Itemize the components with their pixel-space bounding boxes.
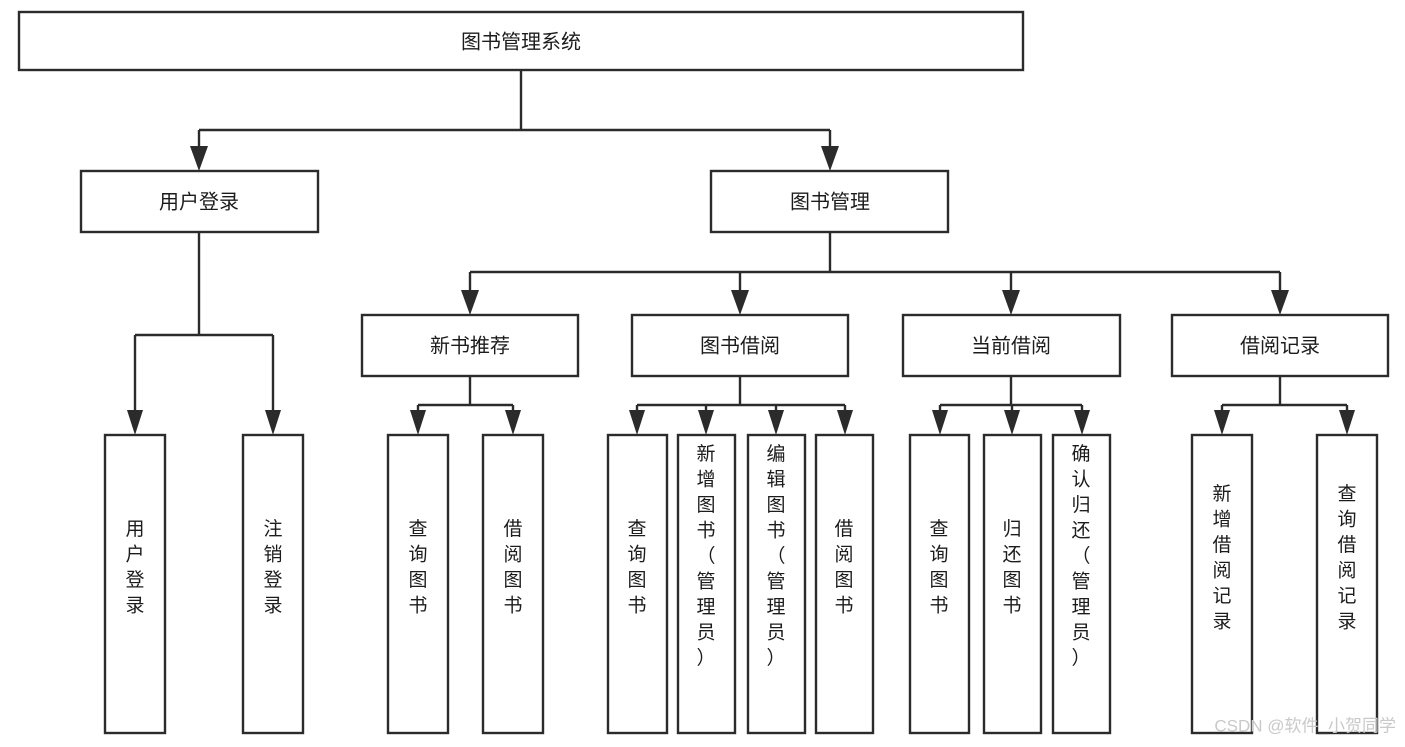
- arrowhead-record: [1271, 290, 1289, 315]
- node-current-borrow[interactable]: 当前借阅: [901, 313, 1122, 378]
- leaf-add-borrow-record[interactable]: 新增借阅记录: [1190, 433, 1254, 735]
- leaf-edit-book-label: 编辑图书（管理员）: [766, 443, 785, 669]
- node-book-management-box[interactable]: [709, 169, 950, 234]
- arrowhead-leaf-query-book-2: [629, 410, 645, 435]
- leaf-query-borrow-record[interactable]: 查询借阅记录: [1315, 433, 1379, 735]
- leaf-user-login-label: 用户登录: [125, 519, 144, 617]
- leaf-user-login[interactable]: 用户登录: [103, 433, 167, 735]
- arrowhead-leaf-confirm-return: [1074, 410, 1090, 435]
- arrowhead-leaf-add-record: [1214, 410, 1230, 435]
- arrowhead-leaf-query-record: [1339, 410, 1355, 435]
- leaf-query-book-borrow[interactable]: 查询图书: [606, 433, 669, 735]
- leaf-borrow-book-newbook-box[interactable]: [481, 433, 545, 735]
- leaf-logout-box[interactable]: [241, 433, 305, 735]
- arrowhead-leaf-borrow-book-1: [505, 410, 521, 435]
- node-borrow-record[interactable]: 借阅记录: [1170, 313, 1390, 378]
- node-user-login-box[interactable]: [79, 169, 320, 234]
- arrowhead-leaf-add-book: [698, 410, 714, 435]
- leaf-return-book-label: 归还图书: [1002, 518, 1021, 617]
- arrowhead-leaf-logout: [265, 410, 281, 435]
- leaf-add-borrow-record-label: 新增借阅记录: [1212, 483, 1231, 633]
- arrowhead-leaf-user-login: [127, 410, 143, 435]
- connector-layer: [127, 70, 1355, 435]
- leaf-query-book-borrow-box[interactable]: [606, 433, 669, 735]
- leaf-add-borrow-record-box[interactable]: [1190, 433, 1254, 735]
- node-book-borrow[interactable]: 图书借阅: [630, 313, 850, 378]
- node-book-management[interactable]: 图书管理: [709, 169, 950, 234]
- arrowhead-newbook: [461, 290, 479, 315]
- leaf-edit-book[interactable]: 编辑图书（管理员）: [746, 433, 807, 735]
- leaf-edit-book-box[interactable]: [746, 433, 807, 735]
- leaf-add-book-label: 新增图书（管理员）: [696, 443, 715, 669]
- leaf-user-login-box[interactable]: [103, 433, 167, 735]
- leaf-query-book-newbook-label: 查询图书: [408, 518, 427, 617]
- arrowhead-leaf-return-book: [1004, 410, 1020, 435]
- leaf-borrow-book-borrow-box[interactable]: [814, 433, 875, 735]
- leaf-query-book-borrow-label: 查询图书: [627, 518, 646, 617]
- node-book-management-label: 图书管理: [790, 190, 870, 213]
- leaf-confirm-return-label: 确认归还（管理员）: [1071, 443, 1090, 669]
- leaf-add-book[interactable]: 新增图书（管理员）: [676, 433, 737, 735]
- arrowhead-current: [1002, 290, 1020, 315]
- csdn-watermark: CSDN @软件_小贺同学: [1214, 716, 1396, 735]
- leaf-borrow-book-borrow[interactable]: 借阅图书: [814, 433, 875, 735]
- arrowhead-leaf-query-book-1: [410, 410, 426, 435]
- leaf-add-book-box[interactable]: [676, 433, 737, 735]
- node-user-login[interactable]: 用户登录: [79, 169, 320, 234]
- leaf-query-book-newbook-box[interactable]: [386, 433, 450, 735]
- node-root-box[interactable]: [17, 10, 1025, 72]
- node-borrow-record-label: 借阅记录: [1240, 334, 1320, 357]
- leaf-borrow-book-borrow-label: 借阅图书: [834, 518, 853, 617]
- node-book-borrow-box[interactable]: [630, 313, 850, 378]
- arrowhead-book-mgmt: [821, 146, 839, 171]
- leaf-query-book-current[interactable]: 查询图书: [908, 433, 971, 735]
- leaf-query-book-current-box[interactable]: [908, 433, 971, 735]
- node-book-borrow-label: 图书借阅: [700, 334, 780, 357]
- node-new-book-recommend[interactable]: 新书推荐: [360, 313, 580, 378]
- leaf-query-book-newbook[interactable]: 查询图书: [386, 433, 450, 735]
- node-borrow-record-box[interactable]: [1170, 313, 1390, 378]
- node-current-borrow-box[interactable]: [901, 313, 1122, 378]
- arrowhead-user-login: [190, 146, 208, 171]
- node-root[interactable]: 图书管理系统: [17, 10, 1025, 72]
- leaf-return-book[interactable]: 归还图书: [982, 433, 1043, 735]
- leaf-logout-label: 注销登录: [263, 518, 282, 617]
- arrowhead-leaf-edit-book: [768, 410, 784, 435]
- arrowhead-leaf-borrow-book-2: [837, 410, 853, 435]
- leaf-logout[interactable]: 注销登录: [241, 433, 305, 735]
- leaf-return-book-box[interactable]: [982, 433, 1043, 735]
- node-new-book-recommend-label: 新书推荐: [430, 334, 510, 357]
- node-user-login-label: 用户登录: [159, 190, 239, 213]
- leaf-query-book-current-label: 查询图书: [929, 518, 948, 617]
- leaf-borrow-book-newbook-label: 借阅图书: [503, 518, 522, 617]
- leaf-confirm-return[interactable]: 确认归还（管理员）: [1051, 433, 1112, 735]
- leaf-borrow-book-newbook[interactable]: 借阅图书: [481, 433, 545, 735]
- leaf-query-borrow-record-label: 查询借阅记录: [1337, 483, 1356, 633]
- arrowhead-leaf-query-book-3: [932, 410, 948, 435]
- leaf-query-borrow-record-box[interactable]: [1315, 433, 1379, 735]
- arrowhead-borrow: [731, 290, 749, 315]
- node-current-borrow-label: 当前借阅: [971, 334, 1051, 357]
- node-new-book-recommend-box[interactable]: [360, 313, 580, 378]
- node-root-label: 图书管理系统: [461, 30, 581, 53]
- leaf-confirm-return-box[interactable]: [1051, 433, 1112, 735]
